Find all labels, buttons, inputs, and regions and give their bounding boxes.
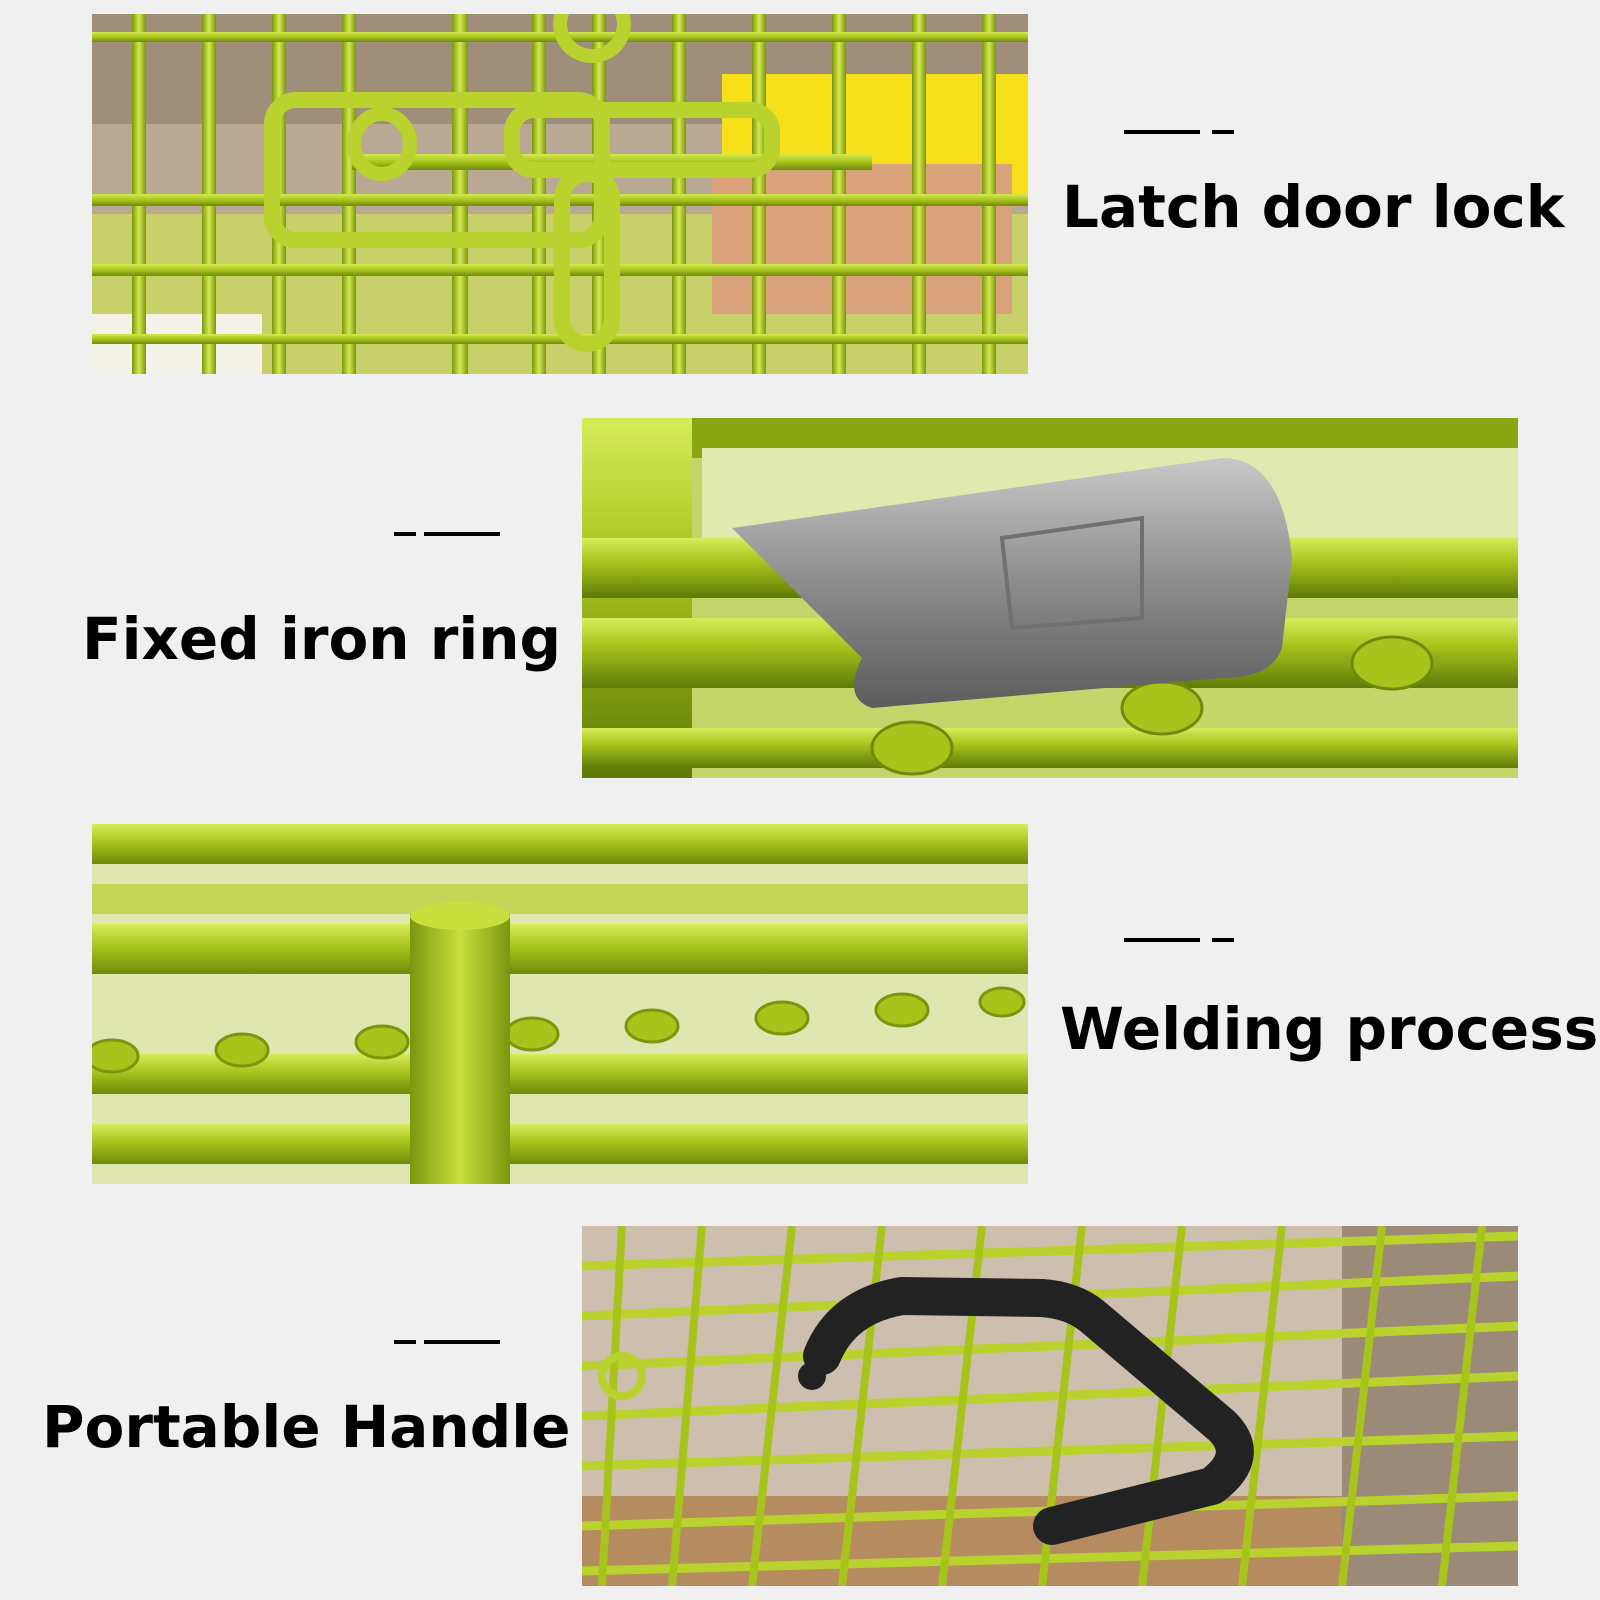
feature-handle: Portable Handle: [42, 1340, 571, 1461]
iron-ring-photo: [582, 418, 1518, 778]
feature-label: Portable Handle: [42, 1393, 571, 1461]
dash-decoration: [1124, 130, 1234, 134]
feature-label: Fixed iron ring: [82, 605, 562, 673]
feature-ring: Fixed iron ring: [82, 532, 602, 673]
feature-welding: Welding process: [1060, 938, 1599, 1063]
feature-label: Welding process: [1060, 995, 1599, 1063]
feature-label: Latch door lock: [1062, 173, 1565, 241]
latch-photo: [92, 14, 1028, 374]
welding-photo: [92, 824, 1028, 1184]
dash-decoration: [394, 1340, 504, 1344]
feature-latch: Latch door lock: [1062, 130, 1582, 241]
handle-photo: [582, 1226, 1518, 1586]
dash-decoration: [394, 532, 504, 536]
dash-decoration: [1124, 938, 1234, 942]
